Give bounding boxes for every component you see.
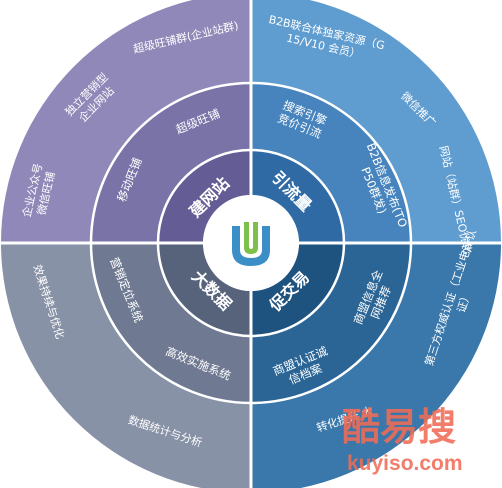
promote-deals-outer-ring-segment [251,243,501,488]
build-site-middle-ring-segment [91,83,251,243]
promote-deals-inner-ring-segment [251,243,344,336]
big-data-outer-ring-segment [1,243,251,488]
center-logo [203,195,299,291]
drive-traffic-inner-ring-segment [251,150,344,243]
drive-traffic-middle-ring-segment [251,83,411,243]
site-watermark: 酷易搜 kuyiso.com [342,405,463,475]
watermark-cn: 酷易搜 [342,405,456,449]
drive-traffic-outer-ring-segment [251,0,501,243]
promote-deals-middle-ring-segment [251,243,411,403]
promote-deals-outer-item: 证） [455,290,474,315]
big-data-inner-ring-segment [158,243,251,336]
stylized-u-logo-icon [232,222,270,266]
build-site-outer-ring-segment [1,0,251,243]
build-site-inner-ring-segment [158,150,251,243]
watermark-en: kuyiso.com [347,452,463,475]
big-data-middle-ring-segment [91,243,251,403]
center-circle [203,195,299,291]
